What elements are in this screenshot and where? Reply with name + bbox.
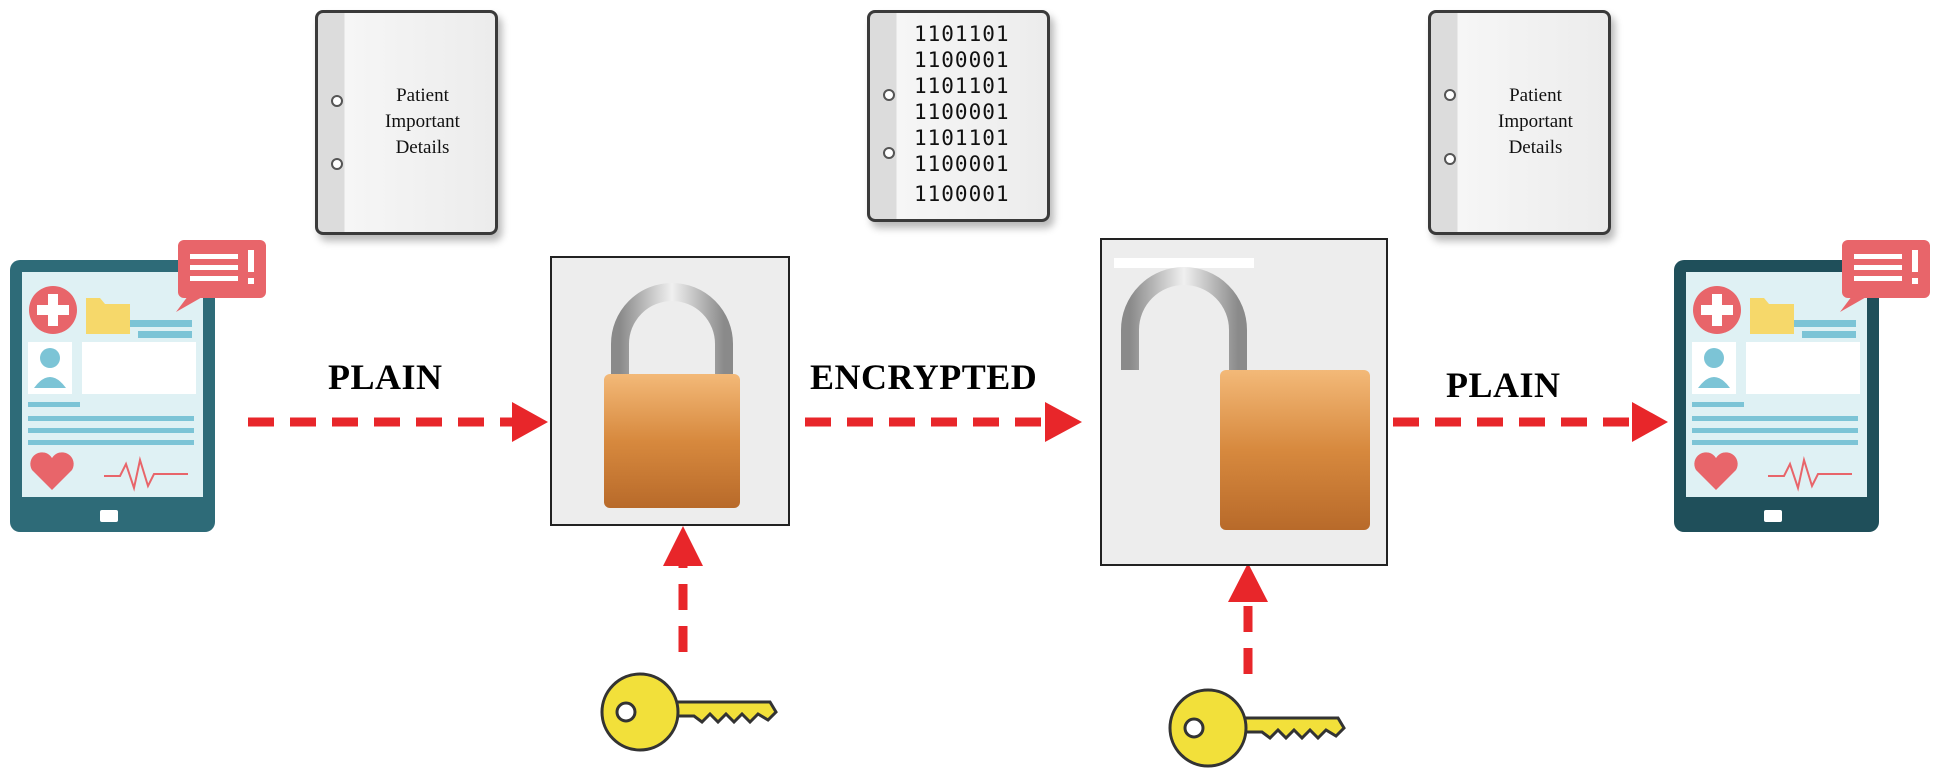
document-text: Patient Important Details — [385, 85, 460, 158]
plain-document-icon: Patient Important Details — [1428, 10, 1611, 235]
arrowhead-icon — [1632, 402, 1668, 442]
arrowhead-icon — [1228, 563, 1268, 602]
receiver-tablet-icon — [1672, 238, 1938, 538]
binary-data: 1101101 1100001 1101101 1100001 1101101 … — [914, 22, 1010, 206]
binder-hole-icon — [883, 147, 895, 159]
plain-label: PLAIN — [328, 357, 443, 397]
decryption-key-icon — [1166, 688, 1346, 772]
binder-hole-icon — [1444, 153, 1456, 165]
sender-tablet-icon — [8, 238, 268, 538]
plain-label: PLAIN — [1446, 365, 1561, 405]
closed-padlock-icon — [604, 283, 740, 508]
encrypted-document-icon: 1101101 1100001 1101101 1100001 1101101 … — [867, 10, 1050, 222]
encrypted-label: ENCRYPTED — [810, 357, 1038, 397]
binder-hole-icon — [1444, 89, 1456, 101]
encrypt-lock-box — [550, 256, 790, 526]
binder-hole-icon — [331, 158, 343, 170]
arrowhead-icon — [512, 402, 548, 442]
arrowhead-icon — [1045, 402, 1082, 442]
document-text: Patient Important Details — [1498, 85, 1573, 158]
binder-hole-icon — [883, 89, 895, 101]
arrowhead-icon — [663, 526, 703, 566]
encryption-key-icon — [598, 672, 778, 762]
binder-hole-icon — [331, 95, 343, 107]
plain-document-icon: Patient Important Details — [315, 10, 498, 235]
decrypt-lock-box — [1100, 238, 1388, 566]
open-padlock-icon — [1114, 258, 1370, 530]
